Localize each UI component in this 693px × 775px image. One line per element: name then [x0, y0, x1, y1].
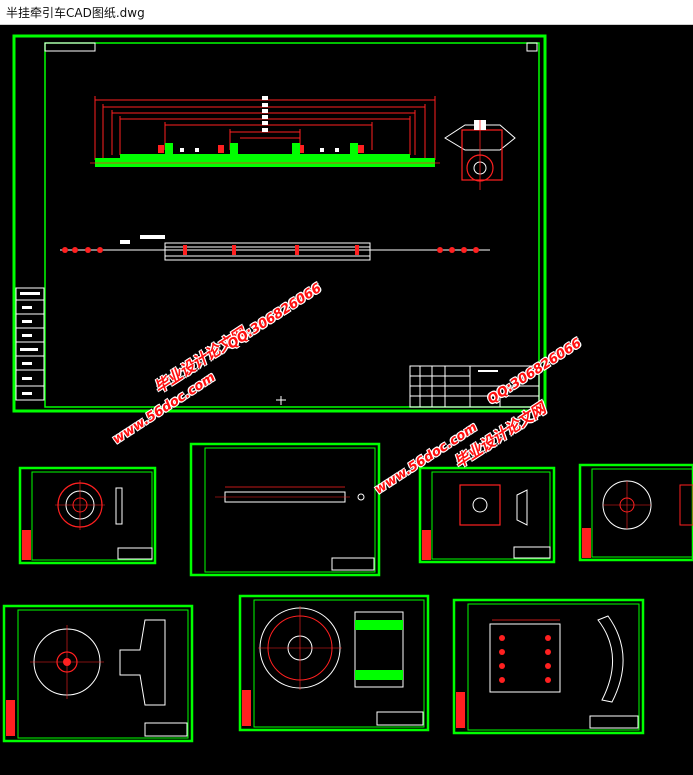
sheet-wheel-flange[interactable]: [2, 604, 194, 743]
window-titlebar: 半挂牵引车CAD图纸.dwg: [0, 0, 693, 25]
sheet-hub-part[interactable]: [578, 463, 693, 562]
sheet-brake-shoe[interactable]: [452, 598, 645, 735]
sheet-bracket-part[interactable]: [418, 466, 556, 564]
sheet-brake-drum[interactable]: [238, 594, 430, 732]
sheet-shaft-part[interactable]: [189, 442, 381, 577]
sheet-flange-part[interactable]: [18, 466, 157, 565]
drawing-sheets: [2, 34, 693, 743]
main-sheet[interactable]: [12, 34, 547, 413]
cad-canvas[interactable]: 毕业设计论文网 www.56doc.com QQ:306826066 www.5…: [0, 25, 693, 775]
window-title: 半挂牵引车CAD图纸.dwg: [6, 6, 145, 20]
